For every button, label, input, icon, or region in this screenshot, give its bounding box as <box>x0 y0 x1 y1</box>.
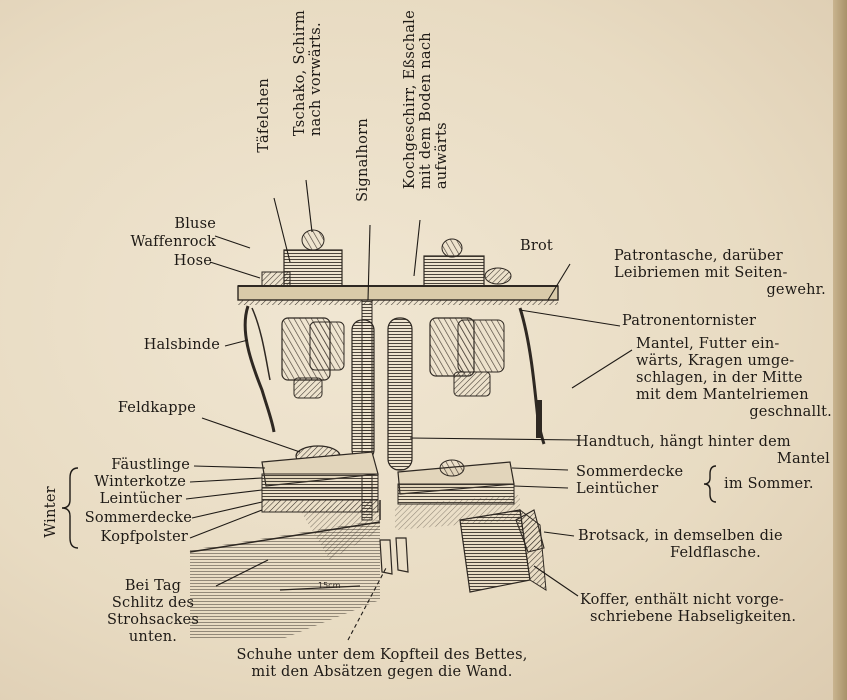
label-brot: Brot <box>520 238 553 254</box>
leader-feldkappe <box>201 417 301 453</box>
leader-mantel <box>571 349 633 389</box>
leader-taefelchen <box>273 197 291 263</box>
label-taefelchen: Täfelchen <box>256 78 272 153</box>
label-patronentornister: Patronentornister <box>622 313 757 329</box>
leader-bluse <box>214 235 251 249</box>
leader-tschako <box>305 179 313 233</box>
winter-bedding-stack <box>261 451 379 513</box>
label-leintuecher-right: Leintücher <box>576 481 659 497</box>
leader-lines <box>185 179 633 641</box>
label-kopfpolster: Kopfpolster <box>100 529 188 545</box>
leader-signalhorn <box>367 224 371 301</box>
tschako-cap <box>301 229 325 251</box>
leader-bei-tag <box>215 559 269 587</box>
leader-brotsack <box>543 531 575 537</box>
leader-faeustlinge <box>193 465 266 469</box>
label-koffer: Koffer, enthält nicht vorge- schriebene … <box>580 592 797 625</box>
halsbinde-strap <box>243 305 276 433</box>
label-bluse: Bluse <box>174 216 216 232</box>
leader-handtuch <box>409 437 581 441</box>
label-hose: Hose <box>173 253 212 269</box>
patronentornister-left <box>281 317 345 399</box>
folded-uniform <box>261 249 343 287</box>
label-mantel: Mantel, Futter ein- wärts, Kragen umge- … <box>636 336 832 420</box>
leader-patrontasche <box>547 263 571 301</box>
mess-kit <box>423 238 485 287</box>
page-edge <box>833 0 847 700</box>
label-bei-tag: Bei Tag Schlitz des Strohsackes unten. <box>107 578 199 645</box>
label-sommerdecke-right: Sommerdecke <box>576 464 684 480</box>
summer-brace <box>703 465 717 503</box>
label-patrontasche: Patrontasche, darüber Leibriemen mit Sei… <box>614 248 826 298</box>
leader-kopfpolster <box>189 509 263 539</box>
leader-leintuecher-left <box>185 489 263 500</box>
label-brotsack: Brotsack, in demselben die Feldflasche. <box>578 528 783 561</box>
bread <box>484 267 512 285</box>
label-waffenrock: Waffenrock <box>130 234 216 250</box>
label-faeustlinge: Fäustlinge <box>111 457 190 473</box>
leader-sommerdecke-right <box>511 467 569 471</box>
label-feldkappe: Feldkappe <box>117 400 196 416</box>
label-signalhorn: Signalhorn <box>355 118 371 202</box>
patronentornister-right <box>429 317 505 397</box>
label-handtuch: Handtuch, hängt hinter dem Mantel <box>576 434 830 467</box>
leader-koffer <box>533 565 579 597</box>
sidearm-strap <box>518 307 546 445</box>
label-leintuecher-left: Leintücher <box>99 491 182 507</box>
label-sommerdecke-left: Sommerdecke <box>84 510 192 526</box>
leader-kochgeschirr <box>413 219 421 277</box>
label-winter: Winter <box>43 486 59 538</box>
label-halsbinde: Halsbinde <box>143 337 220 353</box>
koffer <box>459 508 547 593</box>
scale-label: 15cm <box>318 581 341 590</box>
shelf <box>237 285 559 305</box>
label-schuhe: Schuhe unter dem Kopfteil des Bettes, mi… <box>236 647 528 680</box>
shoes <box>379 537 409 575</box>
label-im-sommer: im Sommer. <box>724 476 814 492</box>
winter-brace <box>61 467 79 549</box>
leader-sommerdecke-left <box>191 501 263 519</box>
leader-winterkotze <box>189 477 263 483</box>
rolled-coat <box>351 317 413 471</box>
leader-halsbinde <box>224 339 249 347</box>
leader-leintuecher-right <box>513 485 569 489</box>
summer-bedding-stack <box>397 459 515 505</box>
label-winterkotze: Winterkotze <box>94 474 186 490</box>
scale-bar: 15cm <box>279 581 361 591</box>
leader-patronentornister <box>519 309 621 327</box>
leader-waffenrock <box>209 261 261 279</box>
